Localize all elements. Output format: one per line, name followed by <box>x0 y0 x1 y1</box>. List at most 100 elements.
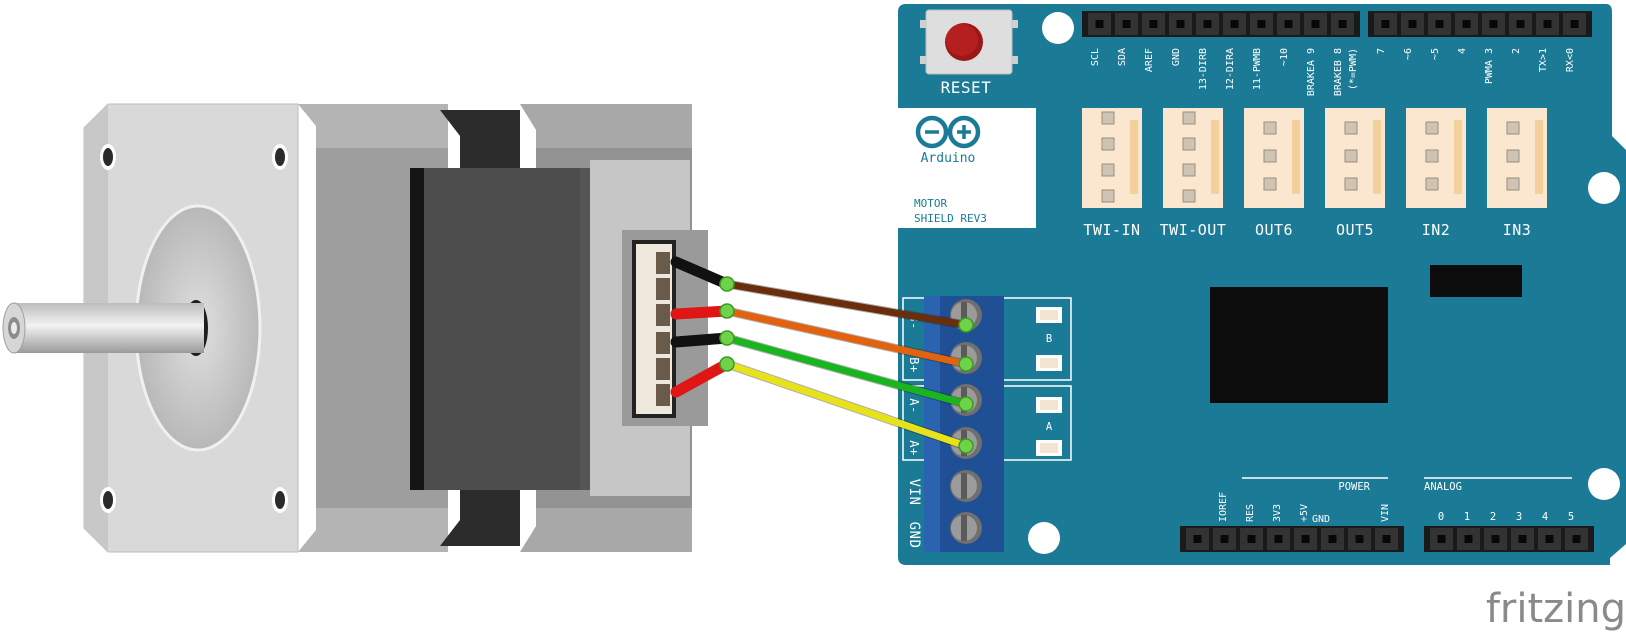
pin-label: 11-PWMB <box>1252 48 1263 90</box>
motor-shaft <box>2 302 204 354</box>
pin-label: GND <box>1171 48 1182 66</box>
analog-pin-label: 4 <box>1542 511 1548 523</box>
connector-latch <box>1211 120 1219 194</box>
arduino-logo-panel: Arduino MOTOR SHIELD REV3 <box>898 108 1036 228</box>
pin-label: (*=PWM) <box>1348 48 1359 90</box>
pin-label: SCL <box>1090 48 1101 66</box>
channel-a-leds <box>1036 397 1062 456</box>
pin-label: 2 <box>1511 48 1522 54</box>
connector-pin <box>1506 149 1520 163</box>
pin-label: BRAKEA 9 <box>1306 48 1317 96</box>
power-pin-label: RES <box>1245 504 1256 522</box>
fritzing-watermark: fritzing <box>1486 586 1626 632</box>
digital-header-high-pin-hole <box>1257 20 1266 28</box>
small-chip <box>1430 265 1522 297</box>
connector-in3: IN3 <box>1487 108 1547 239</box>
digital-header-high-pin-hole <box>1122 20 1131 28</box>
mount-hole <box>272 487 288 513</box>
yellow-wire <box>723 360 970 450</box>
arduino-infinity-icon <box>915 115 981 149</box>
arduino-brand-text: Arduino <box>921 151 976 166</box>
board-hole <box>1588 468 1620 500</box>
connector-pin <box>1182 137 1196 151</box>
power-pin-label: 3V3 <box>1272 504 1283 522</box>
analog-title: ANALOG <box>1424 481 1462 493</box>
digital-header-low-pin-hole <box>1462 20 1471 28</box>
digital-header-high-pin-hole <box>1203 20 1212 28</box>
connector-pin <box>1263 121 1277 135</box>
connector-pin <box>1101 137 1115 151</box>
digital-header-low-pin-hole <box>1570 20 1579 28</box>
connector-pin <box>1506 177 1520 191</box>
board-hole <box>1588 172 1620 204</box>
pin-label: ~10 <box>1279 48 1290 66</box>
pin-label: ~5 <box>1430 48 1441 60</box>
screw-terminal-block <box>924 296 1004 552</box>
connector-twi-out: TWI-OUT <box>1160 108 1226 239</box>
pin-label: 4 <box>1457 48 1468 54</box>
model-line-1: MOTOR <box>914 197 947 210</box>
connector-pin <box>1425 121 1439 135</box>
digital-header-high-pin-hole <box>1284 20 1293 28</box>
connector-pin <box>1506 121 1520 135</box>
connector-out6: OUT6 <box>1244 108 1304 239</box>
analog-header-pin-hole <box>1572 535 1581 543</box>
power-header-pin-hole <box>1247 535 1256 543</box>
board-hole <box>1042 12 1074 44</box>
analog-pin-label: 2 <box>1490 511 1496 523</box>
pin-label: SDA <box>1117 48 1128 66</box>
terminal-label: GND <box>906 522 922 549</box>
mount-hole <box>100 144 116 170</box>
analog-pin-label: 5 <box>1568 511 1574 523</box>
connector-pin <box>1182 163 1196 177</box>
power-header-pin-hole <box>1220 535 1229 543</box>
power-header <box>1180 526 1404 552</box>
orange-wire <box>723 307 970 368</box>
connector-pin <box>1425 177 1439 191</box>
wire-endpoint <box>719 276 735 292</box>
connector-latch <box>1535 120 1543 194</box>
terminal-label: A+ <box>907 440 921 455</box>
analog-header <box>1424 526 1594 552</box>
wire-endpoint <box>719 330 735 346</box>
digital-header-low-pin-hole <box>1381 20 1390 28</box>
power-pin-label: GND <box>1312 514 1330 525</box>
digital-header-high <box>1082 11 1360 37</box>
terminal-screw-slot <box>961 515 967 541</box>
power-header-pin-hole <box>1274 535 1283 543</box>
connector-label: IN3 <box>1503 221 1532 239</box>
digital-header-high-pin-hole <box>1149 20 1158 28</box>
terminal-label: A- <box>907 398 921 413</box>
analog-pin-label: 1 <box>1464 511 1470 523</box>
channel-b-label: B <box>1046 333 1052 345</box>
connector-pin <box>1263 177 1277 191</box>
power-header-pin-hole <box>1355 535 1364 543</box>
connector-latch <box>1292 120 1300 194</box>
channel-a-label: A <box>1046 421 1053 433</box>
channel-b-leds <box>1036 307 1062 371</box>
connector-pin <box>1344 149 1358 163</box>
power-header-pin-hole <box>1301 535 1310 543</box>
terminal-label: VIN <box>906 479 922 506</box>
connector-pin <box>1101 189 1115 203</box>
digital-header-low-pin-hole <box>1408 20 1417 28</box>
connector-latch <box>1130 120 1138 194</box>
connector-twi-in: TWI-IN <box>1082 108 1142 239</box>
analog-header-pin-hole <box>1437 535 1446 543</box>
green-wire <box>723 334 970 408</box>
connector-pin <box>1101 163 1115 177</box>
mount-hole <box>272 144 288 170</box>
reset-button[interactable] <box>920 9 1018 75</box>
pin-label: 13-DIRB <box>1198 48 1209 90</box>
board-hole <box>1028 522 1060 554</box>
stepper-motor <box>2 103 708 553</box>
connector-label: IN2 <box>1422 221 1451 239</box>
digital-header-low-pin-hole <box>1516 20 1525 28</box>
pin-label: AREF <box>1144 48 1155 72</box>
power-pin-label: IOREF <box>1218 492 1229 522</box>
motor-leads <box>670 256 733 398</box>
connector-label: OUT6 <box>1255 221 1293 239</box>
pin-label: ~6 <box>1403 48 1414 60</box>
